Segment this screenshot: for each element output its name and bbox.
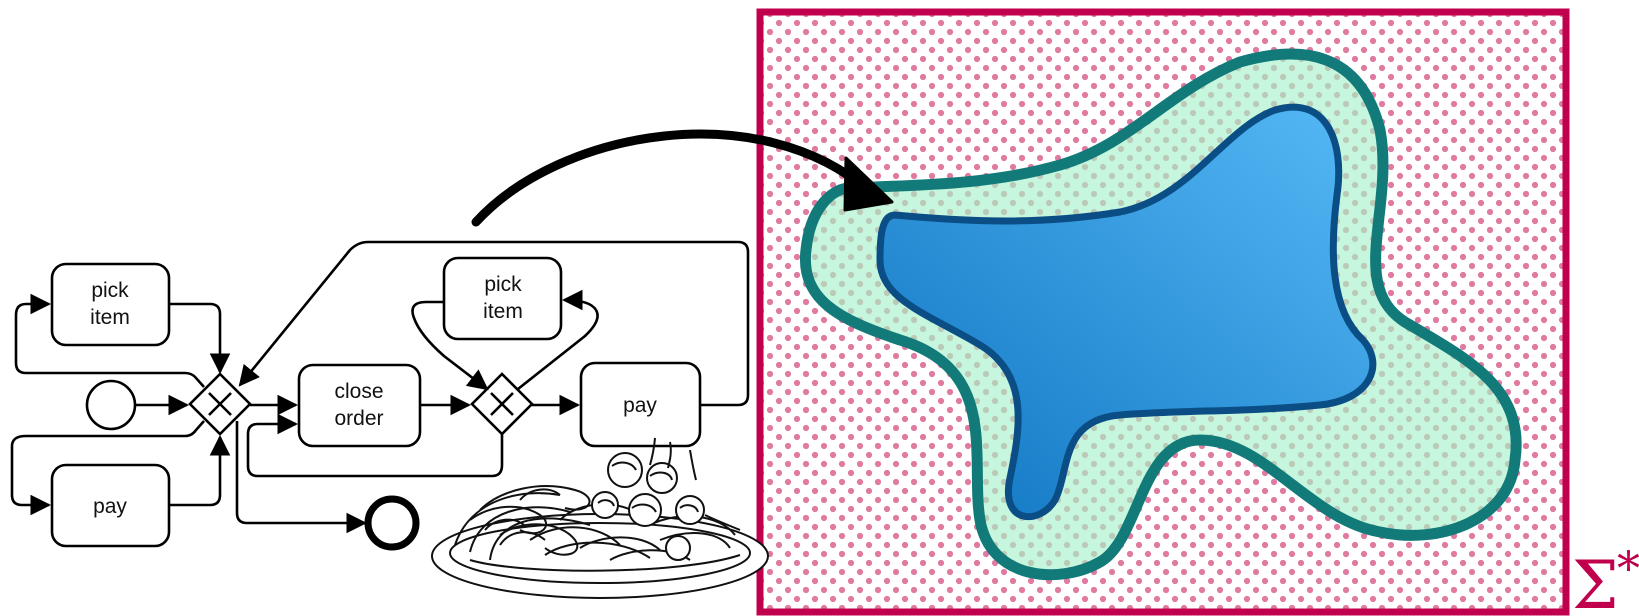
start-event — [87, 381, 135, 429]
task-box-pick-item-2 — [444, 258, 561, 339]
task-label-pick-item-2-line-2: item — [483, 300, 523, 323]
task-label-pick-item-1-line-1: pick — [91, 279, 129, 302]
sigma-star-label: Σ * — [1572, 541, 1639, 616]
spaghetti-plate-icon — [432, 438, 768, 598]
language-space: Σ * — [760, 12, 1639, 616]
kleene-star: * — [1617, 541, 1639, 595]
task-label-pay-1: pay — [93, 495, 127, 518]
task-label-pay-2: pay — [623, 394, 657, 417]
task-label-close-order-line-2: order — [334, 407, 383, 430]
task-label-pick-item-2-line-1: pick — [484, 273, 522, 296]
task-box-close-order — [299, 365, 420, 446]
sigma-symbol: Σ — [1572, 547, 1619, 616]
task-box-pick-item-1 — [52, 264, 169, 345]
end-event — [368, 499, 416, 547]
task-label-pick-item-1-line-2: item — [90, 306, 130, 329]
task-labels: pick item pay close order pick item pay — [90, 273, 657, 518]
task-label-close-order-line-1: close — [334, 380, 383, 403]
